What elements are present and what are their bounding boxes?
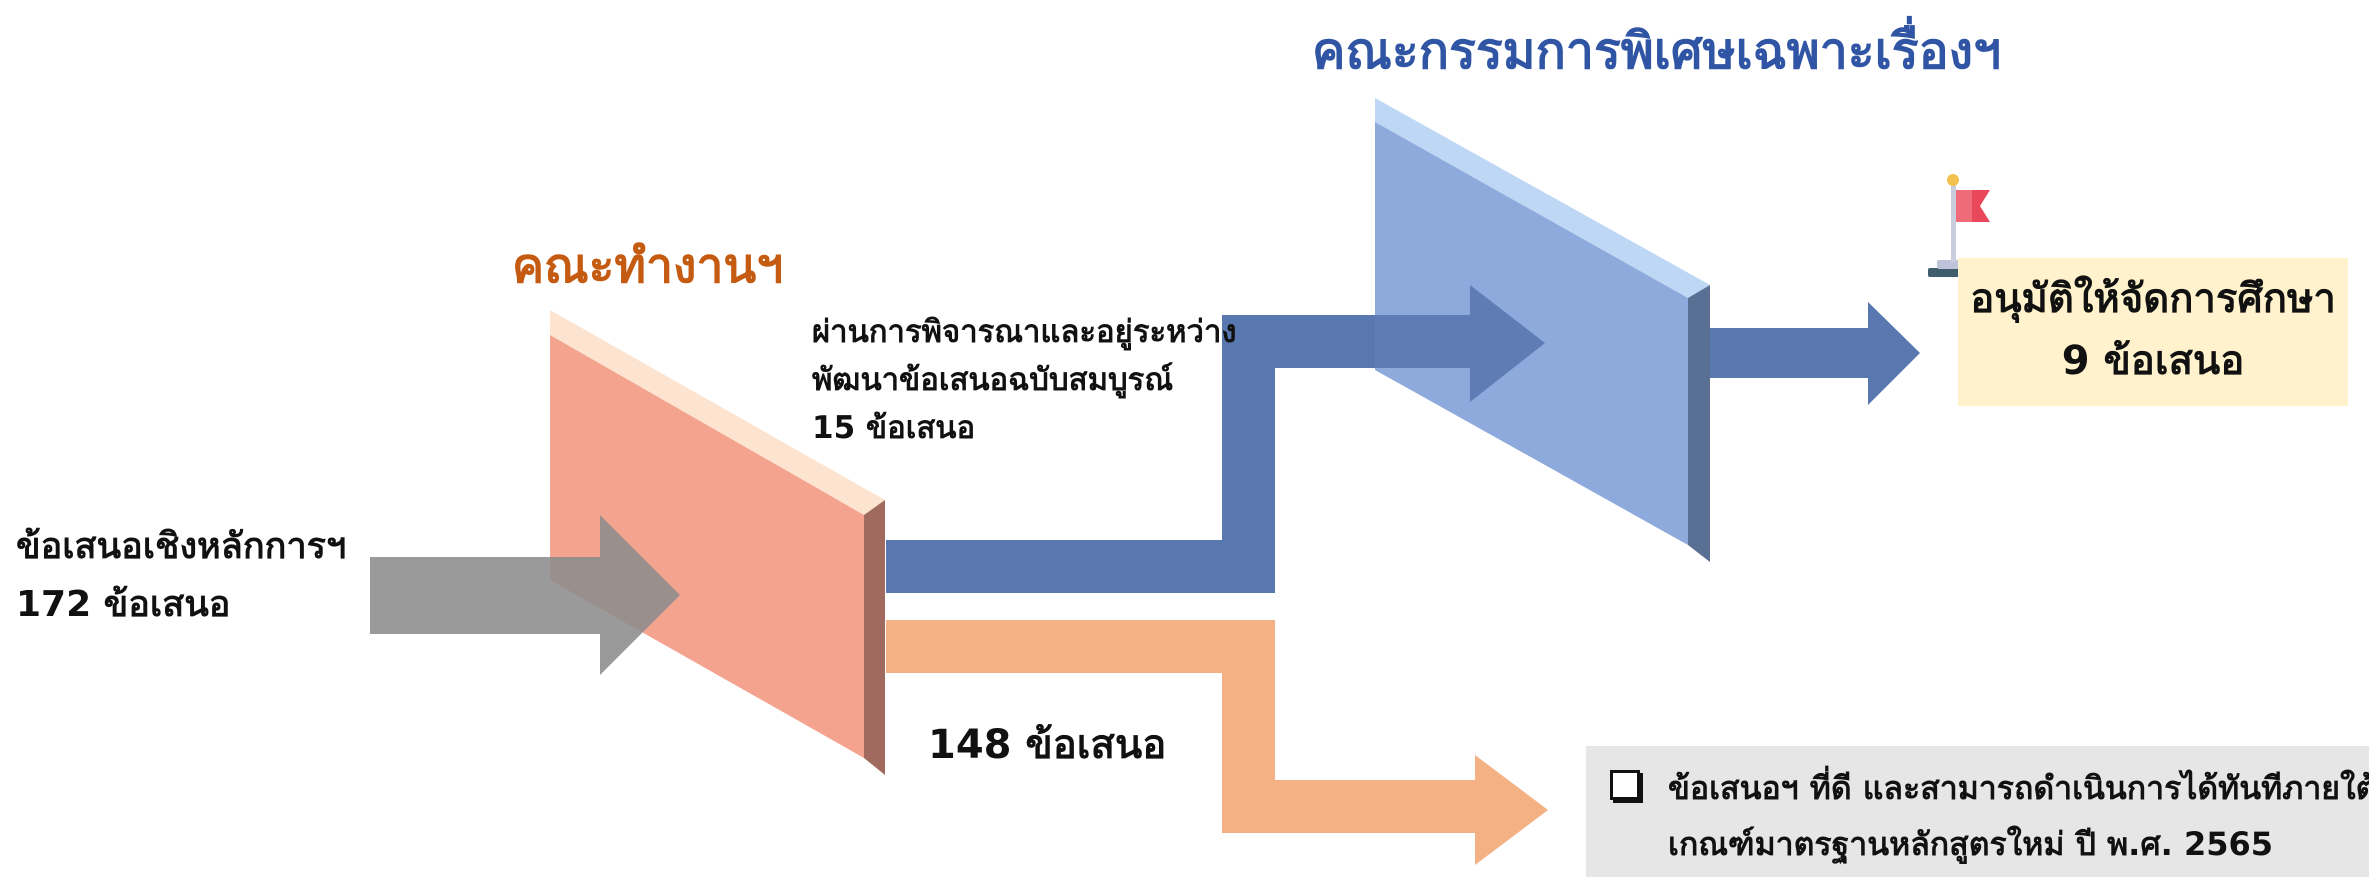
workgroup-panel [550, 310, 885, 775]
committee-title: คณะกรรมการพิเศษเฉพาะเรื่องฯ [1312, 22, 2002, 80]
approved-flow-arrow [1710, 302, 1920, 405]
note-line1: ข้อเสนอฯ ที่ดี และสามารถดำเนินการได้ทันท… [1668, 769, 2369, 807]
developing-label-line3: 15 ข้อเสนอ [812, 410, 976, 446]
note-line2: เกณฑ์มาตรฐานหลักสูตรใหม่ ปี พ.ศ. 2565 [1668, 825, 2273, 863]
developing-label-line2: พัฒนาข้อเสนอฉบับสมบูรณ์ [812, 362, 1174, 398]
approved-line1: อนุมัติให้จัดการศึกษา [1970, 276, 2336, 322]
checkbox-icon [1610, 770, 1640, 800]
committee-entry-arrow [1275, 285, 1545, 402]
developing-label-line1: ผ่านการพิจารณาและอยู่ระหว่าง [812, 314, 1237, 350]
rejected-flow-arrow [886, 620, 1548, 865]
workgroup-title: คณะทำงานฯ [512, 238, 784, 294]
input-label-line2: 172 ข้อเสนอ [16, 584, 231, 625]
approved-line2: 9 ข้อเสนอ [2061, 338, 2245, 384]
input-label-line1: ข้อเสนอเชิงหลักการฯ [16, 526, 347, 567]
rejected-proposals-label: 148 ข้อเสนอ [928, 722, 1167, 768]
input-flow-arrow [370, 515, 680, 675]
approved-box: อนุมัติให้จัดการศึกษา 9 ข้อเสนอ [1958, 258, 2348, 406]
developing-proposals-label: ผ่านการพิจารณาและอยู่ระหว่าง พัฒนาข้อเสน… [812, 308, 1237, 452]
note-box: ข้อเสนอฯ ที่ดี และสามารถดำเนินการได้ทันท… [1586, 746, 2369, 877]
input-proposals-label: ข้อเสนอเชิงหลักการฯ 172 ข้อเสนอ [16, 518, 346, 634]
